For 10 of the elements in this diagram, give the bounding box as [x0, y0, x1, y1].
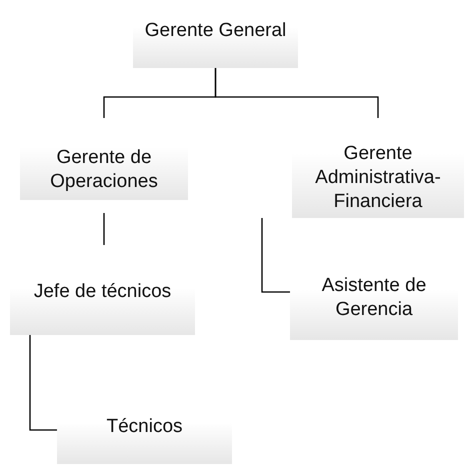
position-title: Gerente Administrativa-Financiera: [314, 142, 442, 214]
connector-line: [103, 213, 105, 245]
position-title: Técnicos: [106, 415, 183, 439]
position-title: Jefe de técnicos: [34, 280, 172, 304]
position-title: Gerente General: [144, 19, 286, 43]
connector-line: [261, 218, 290, 293]
connector-line: [214, 68, 379, 118]
connector-line: [29, 335, 57, 431]
position-title: Gerente de Operaciones: [49, 146, 159, 194]
position-title: Asistente de Gerencia: [320, 274, 428, 322]
